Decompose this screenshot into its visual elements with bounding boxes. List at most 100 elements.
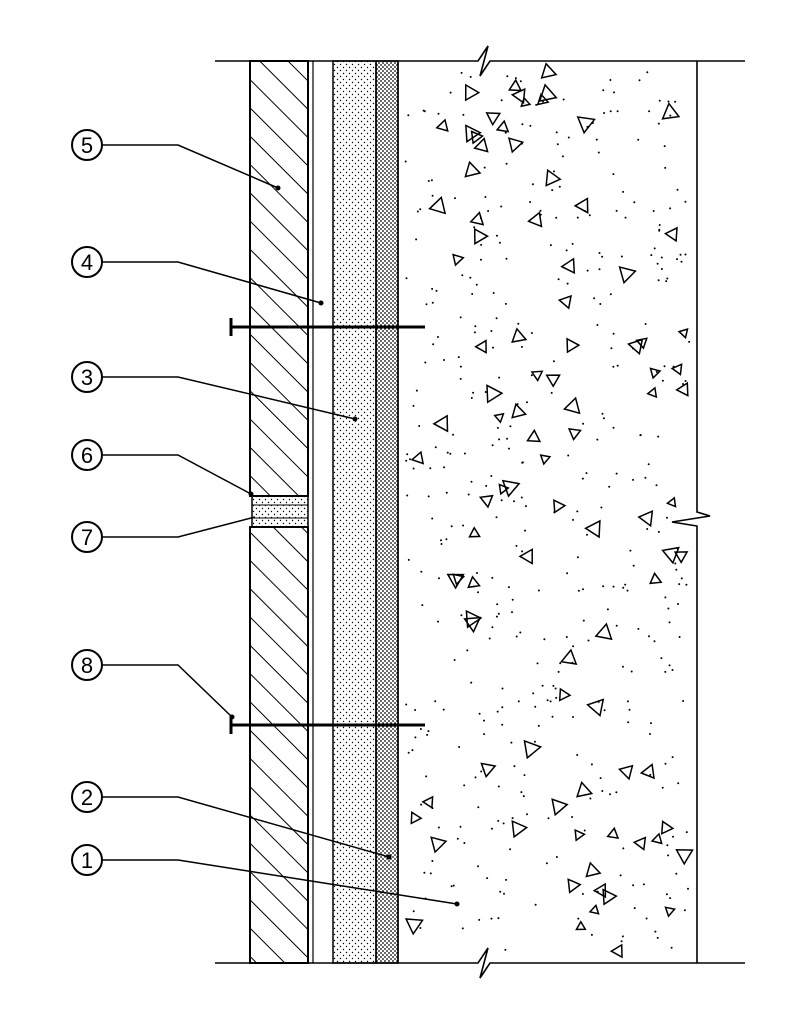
concrete-dot xyxy=(609,793,611,796)
concrete-dot xyxy=(424,361,427,364)
concrete-dot xyxy=(490,475,493,477)
concrete-aggregate xyxy=(574,828,586,842)
concrete-dot xyxy=(449,91,452,94)
concrete-dot xyxy=(476,572,478,574)
concrete-dot xyxy=(522,795,525,798)
concrete-dot xyxy=(498,376,501,379)
concrete-dot xyxy=(661,786,664,789)
anchor-upper xyxy=(229,318,425,336)
concrete-dot xyxy=(549,244,552,247)
concrete-dot xyxy=(496,710,499,713)
concrete-aggregate xyxy=(584,519,601,539)
concrete-dot xyxy=(600,506,603,509)
concrete-dot xyxy=(658,228,661,231)
concrete-dot xyxy=(495,317,498,320)
concrete-dot xyxy=(490,917,493,920)
concrete-dot xyxy=(536,662,539,665)
concrete-aggregate xyxy=(511,402,528,419)
concrete-aggregate xyxy=(511,327,528,343)
concrete-dot xyxy=(567,454,570,457)
concrete-aggregate xyxy=(430,836,448,854)
concrete-dot xyxy=(541,684,544,687)
concrete-aggregate xyxy=(468,526,481,538)
concrete-dot xyxy=(676,258,678,261)
concrete-dot xyxy=(449,452,452,455)
concrete-dot xyxy=(419,927,422,929)
concrete-dot xyxy=(567,136,570,139)
concrete-aggregate xyxy=(493,412,505,424)
concrete-aggregate xyxy=(526,428,542,443)
concrete-dot xyxy=(466,649,469,652)
concrete-dot xyxy=(497,612,500,615)
concrete-dot xyxy=(650,254,653,257)
concrete-aggregate xyxy=(501,479,521,498)
concrete-dot xyxy=(414,736,417,739)
concrete-aggregate xyxy=(470,130,484,145)
concrete-dot xyxy=(497,785,500,788)
callout-4-number: 4 xyxy=(81,250,93,275)
concrete-dot xyxy=(501,723,504,726)
concrete-dot xyxy=(620,940,623,943)
concrete-dot xyxy=(509,425,512,428)
concrete-dot xyxy=(419,728,422,730)
concrete-dot xyxy=(412,404,415,407)
concrete-aggregate xyxy=(474,339,487,354)
concrete-dot xyxy=(546,699,549,702)
concrete-dot xyxy=(491,444,494,447)
concrete-dot xyxy=(437,336,439,338)
concrete-dot xyxy=(655,484,658,487)
concrete-dot xyxy=(633,201,636,204)
concrete-dot xyxy=(456,837,459,840)
concrete-dot xyxy=(534,740,536,743)
concrete-dot xyxy=(565,636,568,638)
concrete-dot xyxy=(664,596,667,599)
concrete-dot xyxy=(491,576,494,579)
concrete-dot xyxy=(484,391,487,393)
concrete-dot xyxy=(675,872,678,875)
concrete-dot xyxy=(582,422,585,425)
concrete-dot xyxy=(653,640,656,643)
concrete-dot xyxy=(425,303,428,306)
concrete-dot xyxy=(461,274,464,277)
concrete-dot xyxy=(642,883,645,886)
concrete-dot xyxy=(435,289,438,292)
concrete-aggregate xyxy=(473,227,490,246)
concrete-dot xyxy=(446,451,449,454)
concrete-dot xyxy=(486,877,489,880)
concrete-dot xyxy=(646,528,649,530)
concrete-dot xyxy=(576,556,579,559)
concrete-dot xyxy=(409,458,411,461)
concrete-dot xyxy=(431,301,434,304)
concrete-dot xyxy=(609,293,612,296)
concrete-dot xyxy=(437,826,440,829)
concrete-dot xyxy=(660,657,663,660)
concrete-dot xyxy=(572,716,574,718)
concrete-dot xyxy=(411,749,414,752)
concrete-aggregate xyxy=(575,920,587,931)
concrete-dot xyxy=(519,631,522,634)
concrete-dot xyxy=(445,491,448,494)
concrete-dot xyxy=(535,103,538,106)
concrete-dot xyxy=(517,322,520,325)
concrete-dot xyxy=(537,724,540,727)
concrete-dot xyxy=(677,782,680,785)
callout-7-number: 7 xyxy=(81,525,93,550)
concrete-dot xyxy=(624,583,627,586)
concrete-dot xyxy=(652,210,655,212)
concrete-dot xyxy=(463,842,466,844)
concrete-dot xyxy=(437,112,440,115)
concrete-dot xyxy=(677,603,679,605)
concrete-dot xyxy=(483,719,485,722)
concrete-aggregate xyxy=(649,367,662,380)
concrete-dot xyxy=(459,365,462,368)
concrete-dot xyxy=(427,495,430,498)
concrete-dot xyxy=(501,706,504,709)
concrete-dot xyxy=(459,316,462,319)
concrete-dot xyxy=(615,791,618,794)
callout-4: 4 xyxy=(71,246,324,306)
concrete-dot xyxy=(668,621,671,624)
concrete-dot xyxy=(480,770,483,773)
concrete-dot xyxy=(483,733,486,736)
concrete-dot xyxy=(676,188,679,191)
concrete-dot xyxy=(459,825,462,828)
